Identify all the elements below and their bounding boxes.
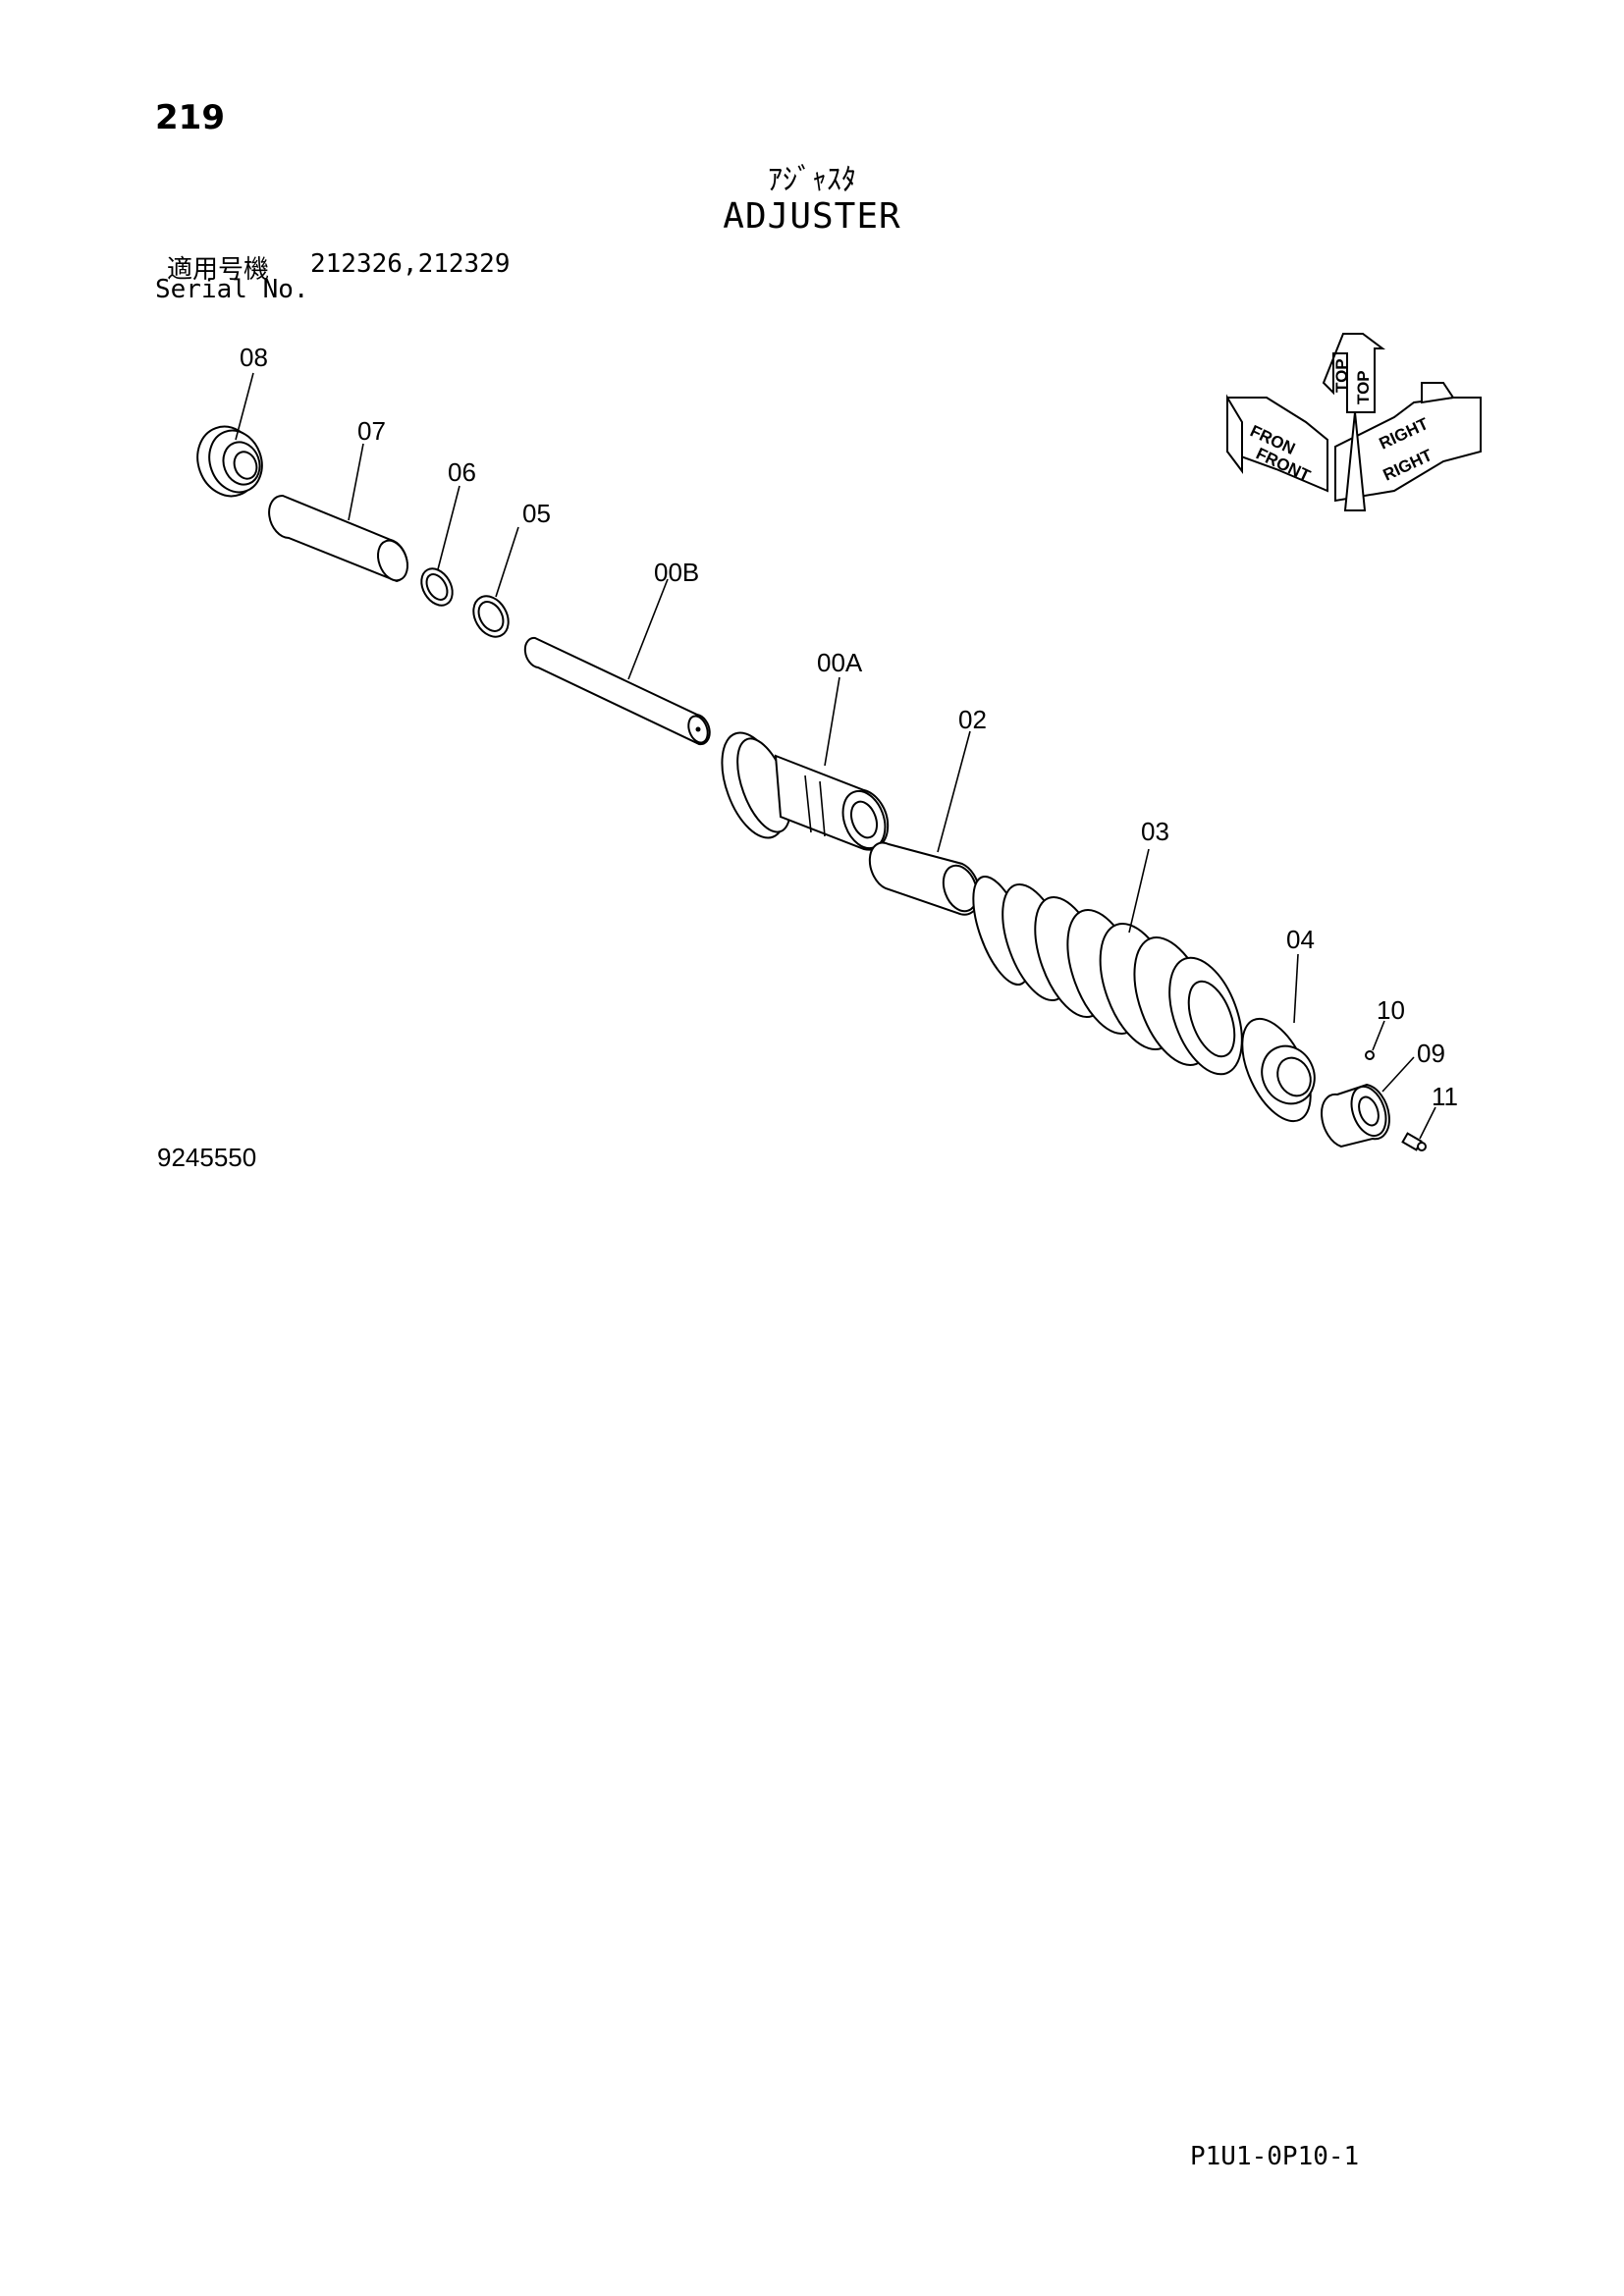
part-label-00B: 00B: [654, 558, 699, 587]
part-00A-cylinder: [721, 731, 890, 851]
part-label-06: 06: [448, 457, 476, 487]
orientation-top-label-2: TOP: [1354, 370, 1373, 404]
part-label-04: 04: [1286, 925, 1315, 954]
serial-label-english: Serial No.: [155, 275, 309, 304]
part-label-03: 03: [1141, 817, 1169, 846]
part-08-seal: [196, 425, 263, 498]
part-02-sleeve: [868, 841, 981, 916]
part-04-plate: [1241, 1017, 1316, 1123]
page-code: P1U1-0P10-1: [1190, 2142, 1360, 2171]
title-english: ADJUSTER: [723, 196, 901, 237]
part-09-nut: [1321, 1083, 1390, 1148]
part-labels: 08 07 06 05 00B 00A 02 03 04 10 09 11: [240, 343, 1458, 1111]
serial-label-japanese: 適用号機: [167, 255, 270, 285]
serial-numbers: 212326,212329: [310, 249, 511, 279]
leader-lines: [235, 372, 1436, 1140]
part-07-bushing: [268, 494, 408, 583]
orientation-indicator: FRON FRONT TOP TOP RIGHT RIGHT: [1226, 333, 1482, 511]
part-label-09: 09: [1417, 1039, 1445, 1068]
part-label-00A: 00A: [817, 648, 863, 677]
part-00B-rod: [523, 636, 711, 746]
part-label-05: 05: [522, 499, 551, 528]
title-japanese: ｱｼﾞｬｽﾀ: [768, 163, 856, 197]
part-label-02: 02: [958, 705, 987, 734]
orientation-top-label-1: TOP: [1332, 358, 1351, 393]
part-03-spring: [972, 875, 1243, 1076]
part-label-10: 10: [1377, 995, 1405, 1025]
part-11-bolt: [1401, 1132, 1427, 1151]
part-label-08: 08: [240, 343, 268, 372]
page-number: 219: [155, 98, 225, 137]
part-10-fitting: [1365, 1050, 1375, 1060]
part-label-11: 11: [1432, 1082, 1458, 1111]
drawing-number: 9245550: [157, 1143, 257, 1172]
exploded-parts-diagram: FRON FRONT TOP TOP RIGHT RIGHT: [196, 333, 1482, 1151]
part-label-07: 07: [357, 416, 386, 446]
